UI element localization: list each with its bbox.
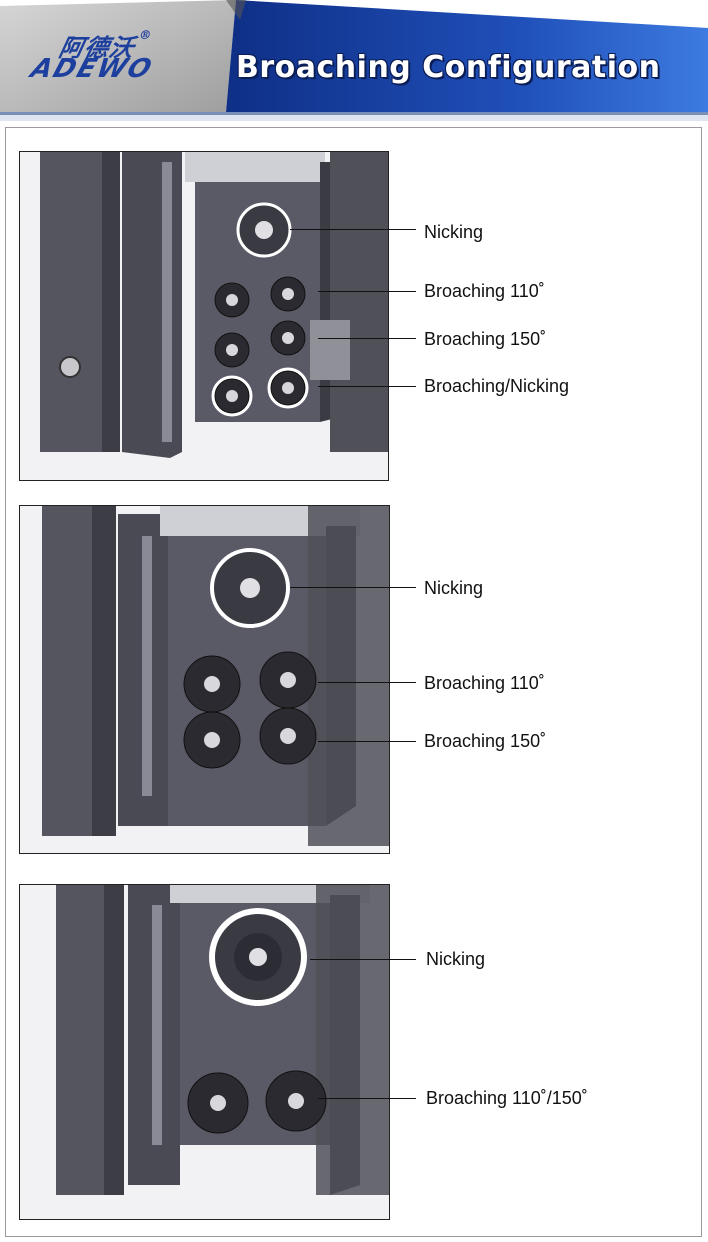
callout-broaching-nicking: Broaching/Nicking <box>424 376 570 396</box>
leader-line <box>318 338 416 339</box>
page-header: 阿德沃® ADEWO Broaching Configuration <box>0 0 708 124</box>
content-frame <box>5 127 702 1237</box>
leader-line <box>290 229 416 230</box>
callout-broaching-150: Broaching 150˚ <box>424 731 547 751</box>
leader-line <box>318 1098 416 1099</box>
header-background <box>0 0 708 124</box>
machine-illustration-3 <box>20 885 389 1219</box>
leader-line <box>318 682 416 683</box>
callout-nicking: Nicking <box>424 578 484 598</box>
logo-english: ADEWO <box>27 54 158 84</box>
diagram-panel-1 <box>19 151 389 481</box>
callout-broaching-150: Broaching 150˚ <box>424 329 547 349</box>
callout-nicking: Nicking <box>424 222 484 242</box>
callout-broaching-110-150: Broaching 110˚/150˚ <box>426 1088 588 1108</box>
diagram-panel-2 <box>19 505 390 854</box>
callout-nicking: Nicking <box>426 949 486 969</box>
callout-broaching-110: Broaching 110˚ <box>424 673 545 693</box>
callout-broaching-110: Broaching 110˚ <box>424 281 545 301</box>
leader-line <box>318 386 416 387</box>
leader-line <box>318 291 416 292</box>
machine-illustration-2 <box>20 506 389 853</box>
leader-line <box>318 741 416 742</box>
machine-illustration-1 <box>20 152 388 480</box>
page-title: Broaching Configuration <box>236 50 661 85</box>
leader-line <box>290 587 416 588</box>
diagram-panel-3 <box>19 884 390 1220</box>
leader-line <box>310 959 416 960</box>
